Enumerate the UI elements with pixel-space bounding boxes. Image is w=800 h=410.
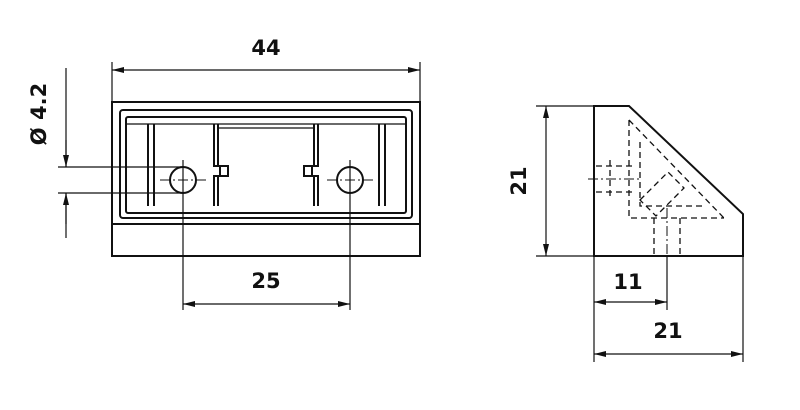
- hidden-horizontal-hole: [596, 160, 632, 198]
- dimension-label-width-21: 21: [653, 319, 682, 343]
- dimension-hole-spacing: 25: [183, 269, 350, 307]
- hidden-diagonal-boss: [639, 171, 685, 217]
- front-view: [111, 101, 421, 310]
- front-recess-inner: [125, 116, 407, 214]
- hidden-inner-slope: [639, 142, 704, 207]
- dimension-side-offset: 11: [593, 256, 668, 362]
- dimension-side-height: 21: [507, 105, 594, 257]
- dimension-hole-diameter: Ø 4.2: [27, 68, 183, 238]
- side-outline: [593, 105, 744, 257]
- dimension-label-44: 44: [251, 36, 280, 60]
- hidden-vertical-hole: [653, 218, 681, 256]
- dimension-side-width: 21: [594, 256, 744, 362]
- center-rib-plate-right: [303, 124, 319, 206]
- dimension-label-diameter: Ø 4.2: [27, 83, 51, 145]
- front-recess-outer: [119, 109, 413, 219]
- dimension-label-11: 11: [613, 270, 642, 294]
- hidden-pocket-outline: [628, 119, 725, 219]
- dimension-label-height-21: 21: [507, 166, 531, 195]
- center-rib-plate: [213, 124, 229, 206]
- dimension-label-25: 25: [251, 269, 280, 293]
- front-outer-outline: [111, 101, 421, 257]
- dimension-overall-width: 44: [111, 36, 421, 102]
- side-view: [588, 105, 744, 260]
